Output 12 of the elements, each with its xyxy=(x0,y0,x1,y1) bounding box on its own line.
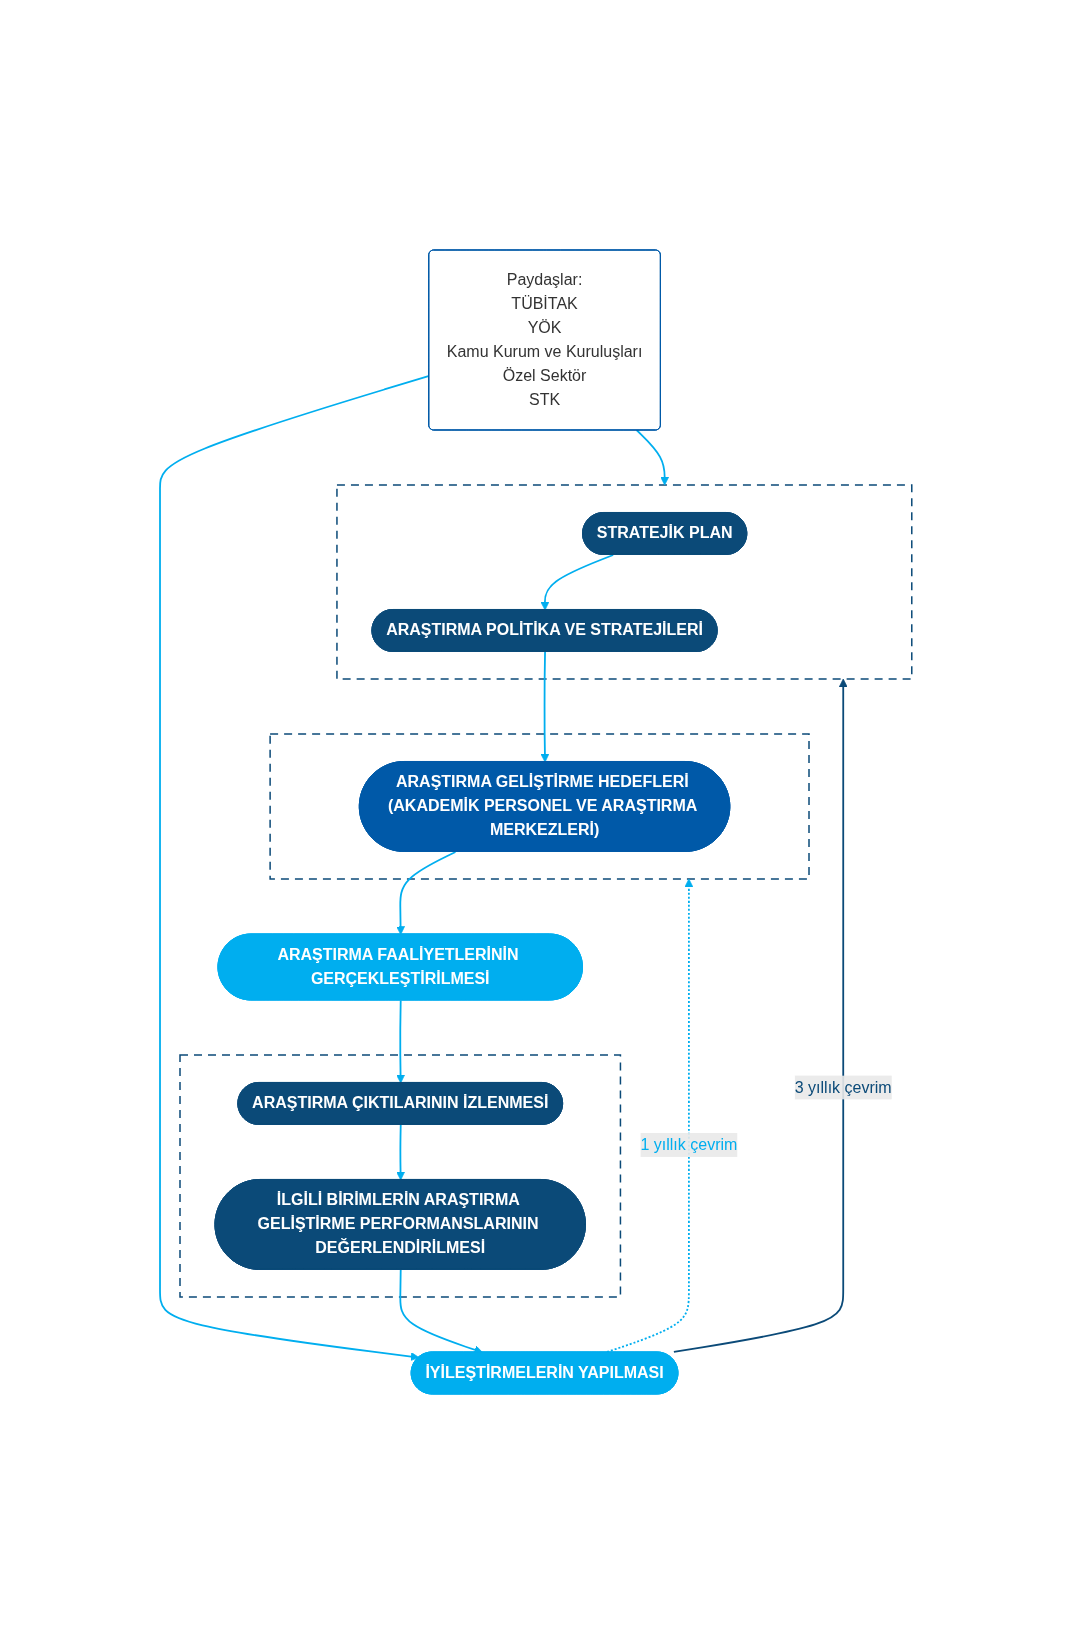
cluster xyxy=(269,732,810,880)
arrow xyxy=(540,553,615,610)
edge-label: 1 yıllık çevrim xyxy=(640,1135,738,1153)
edge-label: 3 yıllık çevrim xyxy=(794,1078,892,1096)
cluster xyxy=(179,1053,622,1298)
cluster xyxy=(336,483,913,680)
arrow xyxy=(396,999,406,1083)
arrow xyxy=(396,1123,406,1180)
arrow xyxy=(396,850,457,935)
arrow xyxy=(540,650,550,762)
arrow xyxy=(673,678,848,1353)
arrow xyxy=(635,428,670,485)
